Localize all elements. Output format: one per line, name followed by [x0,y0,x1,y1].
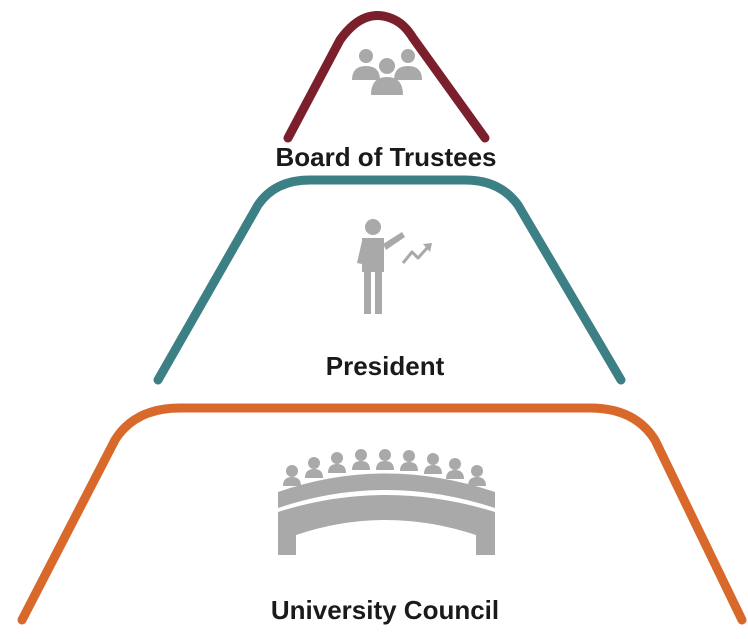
president-label: President [325,351,445,381]
president-arc [153,175,626,385]
board-of-trustees-label: Board of Trustees [275,142,497,172]
council-arc [17,403,747,625]
university-council-label: University Council [270,595,500,625]
presenter-chart-icon [357,219,432,314]
council-assembly-icon [278,449,495,555]
board-arc [283,11,490,143]
board-members-icon [352,49,422,95]
